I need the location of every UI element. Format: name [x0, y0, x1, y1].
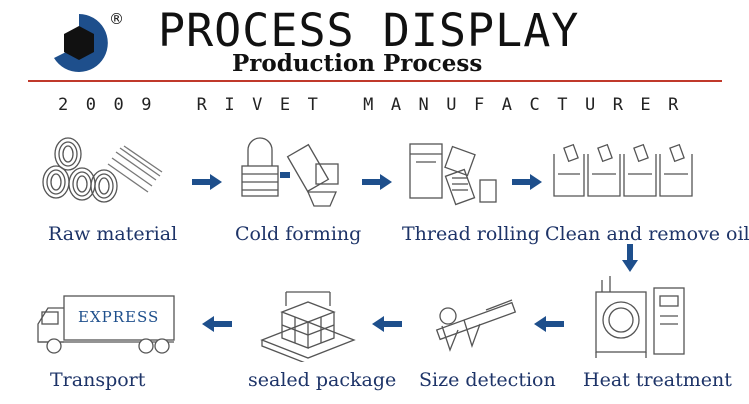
arrow-left-icon — [534, 316, 564, 332]
divider — [28, 80, 722, 82]
page-title: PROCESS DISPLAY — [158, 4, 580, 57]
wire-coils-icon — [42, 137, 163, 203]
thread-rolling-machine-icon — [409, 143, 497, 206]
step-label-clean-and-remove-oil: Clean and remove oil — [545, 223, 749, 245]
cold-forming-machine-icon — [241, 137, 339, 207]
arrow-right-icon — [192, 174, 222, 190]
tagline: 2009 RIVET MANUFACTURER — [58, 95, 696, 115]
cleaning-tanks-icon — [553, 143, 693, 197]
step-label-thread-rolling: Thread rolling — [402, 223, 540, 245]
furnace-icon — [595, 276, 685, 358]
express-truck-icon — [37, 295, 175, 354]
step-label-raw-material: Raw material — [48, 223, 178, 245]
step-label-heat-treatment: Heat treatment — [583, 369, 732, 391]
arrow-right-icon — [512, 174, 542, 190]
arrow-left-icon — [372, 316, 402, 332]
caliper-icon — [435, 299, 517, 352]
package-icon — [260, 291, 356, 362]
company-logo — [54, 14, 108, 72]
registered-mark: ® — [109, 10, 124, 28]
arrow-right-icon — [362, 174, 392, 190]
step-label-transport: Transport — [50, 369, 146, 391]
step-label-sealed-package: sealed package — [248, 369, 397, 391]
page-subtitle: Production Process — [232, 50, 483, 77]
step-label-size-detection: Size detection — [419, 369, 556, 391]
arrow-left-icon — [202, 316, 232, 332]
arrow-down-icon — [622, 244, 638, 272]
step-label-cold-forming: Cold forming — [235, 223, 362, 245]
truck-label: EXPRESS — [78, 308, 160, 326]
